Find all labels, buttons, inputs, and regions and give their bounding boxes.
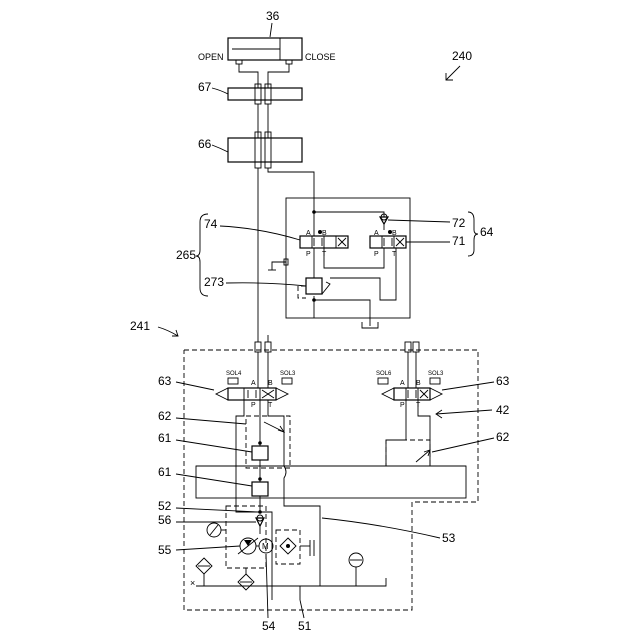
motor-m-glyph: M xyxy=(262,542,269,551)
ref-63-right: 63 xyxy=(496,374,510,388)
drain-x-glyph: × xyxy=(190,578,195,588)
ref-51: 51 xyxy=(298,619,312,633)
valve74-label-p: P xyxy=(306,251,311,258)
ref-53: 53 xyxy=(442,531,456,545)
pump-55 xyxy=(238,538,258,554)
valve-71: A B P T xyxy=(370,230,406,258)
left-valve-p: P xyxy=(251,402,256,409)
ref-240: 240 xyxy=(452,49,472,63)
cylinder-36 xyxy=(228,38,302,64)
right-valve-sol3: SOL3 xyxy=(428,371,444,377)
right-valve-b: B xyxy=(416,380,421,387)
ref-36: 36 xyxy=(266,9,280,23)
ref-66: 66 xyxy=(198,137,212,151)
directional-valve-left-63: SOL4 SOL3 A B P T xyxy=(216,371,296,409)
open-label: OPEN xyxy=(198,52,224,62)
ref-61-bottom: 61 xyxy=(158,465,172,479)
left-valve-b: B xyxy=(268,380,273,387)
ref-67: 67 xyxy=(198,80,212,94)
block-66 xyxy=(228,132,302,168)
ref-273: 273 xyxy=(204,275,224,289)
ref-71: 71 xyxy=(452,234,466,248)
ref-74: 74 xyxy=(204,217,218,231)
unit-64: A B P T A B P T xyxy=(268,198,410,318)
left-valve-t: T xyxy=(268,402,273,409)
directional-valve-right-63: SOL6 SOL3 A B P T xyxy=(376,371,444,409)
ref-52: 52 xyxy=(158,499,172,513)
left-valve-sol3: SOL3 xyxy=(280,371,296,377)
right-valve-a: A xyxy=(400,380,405,387)
valve74-label-t: T xyxy=(322,251,327,258)
ref-62-left: 62 xyxy=(158,409,172,423)
ref-265: 265 xyxy=(176,248,196,262)
left-valve-a: A xyxy=(251,380,256,387)
valve71-label-p: P xyxy=(374,251,379,258)
ref-55: 55 xyxy=(158,543,172,557)
ref-64: 64 xyxy=(480,225,494,239)
right-valve-sol6: SOL6 xyxy=(376,371,392,377)
ref-42: 42 xyxy=(496,403,510,417)
relief-valve-273 xyxy=(298,278,330,298)
right-valve-t: T xyxy=(416,402,421,409)
block-67 xyxy=(228,84,302,104)
check-valve-56 xyxy=(256,515,264,526)
left-valve-sol4: SOL4 xyxy=(226,371,242,377)
ref-241: 241 xyxy=(130,319,150,333)
ref-72: 72 xyxy=(452,216,466,230)
valve74-label-b: B xyxy=(322,230,327,237)
valve71-label-a: A xyxy=(374,230,379,237)
valve71-label-b: B xyxy=(392,230,397,237)
ref-62-right: 62 xyxy=(496,430,510,444)
ref-63-left: 63 xyxy=(158,374,172,388)
close-label: CLOSE xyxy=(305,52,336,62)
ref-54: 54 xyxy=(262,619,276,633)
right-valve-p: P xyxy=(400,402,405,409)
ref-61-top: 61 xyxy=(158,431,172,445)
ref-56: 56 xyxy=(158,513,172,527)
motor-54: M xyxy=(259,539,273,553)
valve74-label-a: A xyxy=(306,230,311,237)
